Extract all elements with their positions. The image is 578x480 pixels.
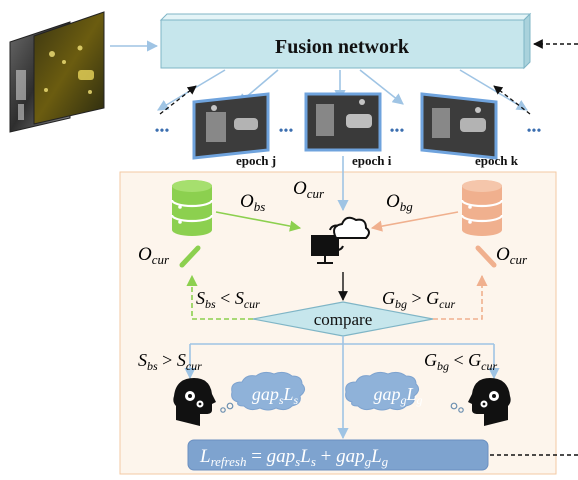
epoch-thumbnail-j (192, 92, 270, 160)
input-image-stack (9, 11, 105, 133)
good-db-to-computer-arrow (370, 211, 459, 232)
pencil-icon-left (179, 245, 201, 268)
compare-label: compare (314, 310, 373, 329)
ellipsis-left: ••• (155, 124, 170, 139)
o-cur-left-label: Ocur (138, 244, 170, 267)
condition-s-greater: Sbs > Scur (138, 350, 202, 373)
best-database-icon (170, 180, 214, 236)
good-database-icon (460, 180, 504, 236)
fusion-network-box: Fusion network (159, 12, 532, 70)
pencil-icon-right (475, 245, 497, 268)
svg-text:gapsLs: gapsLs (252, 384, 299, 407)
epoch-feedback-dashed-arrows (159, 85, 531, 115)
epoch-thumbnail-k (420, 92, 498, 160)
epoch-i-label: epoch i (352, 153, 392, 168)
condition-s-less: Sbs < Scur (196, 288, 260, 311)
ellipsis-mid-left: ••• (279, 124, 294, 139)
thinking-head-right-icon (450, 378, 511, 426)
compare-to-best-db-dashed (186, 274, 253, 320)
epoch-thumbnail-i (304, 92, 382, 152)
thought-cloud-left: gapsLs (231, 371, 306, 411)
epoch-k-label: epoch k (475, 153, 519, 168)
o-cur-top-label: Ocur (293, 178, 325, 201)
best-db-to-computer-arrow (215, 211, 302, 232)
ellipsis-right: ••• (527, 124, 542, 139)
ellipsis-mid-right: ••• (390, 124, 405, 139)
svg-text:gapgLg: gapgLg (373, 384, 422, 407)
refresh-loss-formula: Lrefresh = gapsLs + gapgLg (187, 439, 489, 471)
condition-g-greater: Gbg > Gcur (382, 288, 455, 311)
o-bg-label: Obg (386, 191, 413, 214)
epoch-j-label: epoch j (236, 153, 276, 168)
compare-to-good-db-dashed (433, 274, 488, 320)
o-cur-right-label: Ocur (496, 244, 528, 267)
fusion-network-title: Fusion network (275, 36, 410, 58)
thought-cloud-right: gapgLg (345, 371, 423, 411)
condition-g-less: Gbg < Gcur (424, 350, 497, 373)
o-bs-label: Obs (240, 191, 265, 214)
thinking-head-left-icon (173, 378, 234, 426)
svg-text:Lrefresh = gapsLs + gapgLg: Lrefresh = gapsLs + gapgLg (199, 446, 389, 469)
compare-branch-lines (190, 336, 494, 345)
computer-cloud-icon (311, 216, 370, 264)
